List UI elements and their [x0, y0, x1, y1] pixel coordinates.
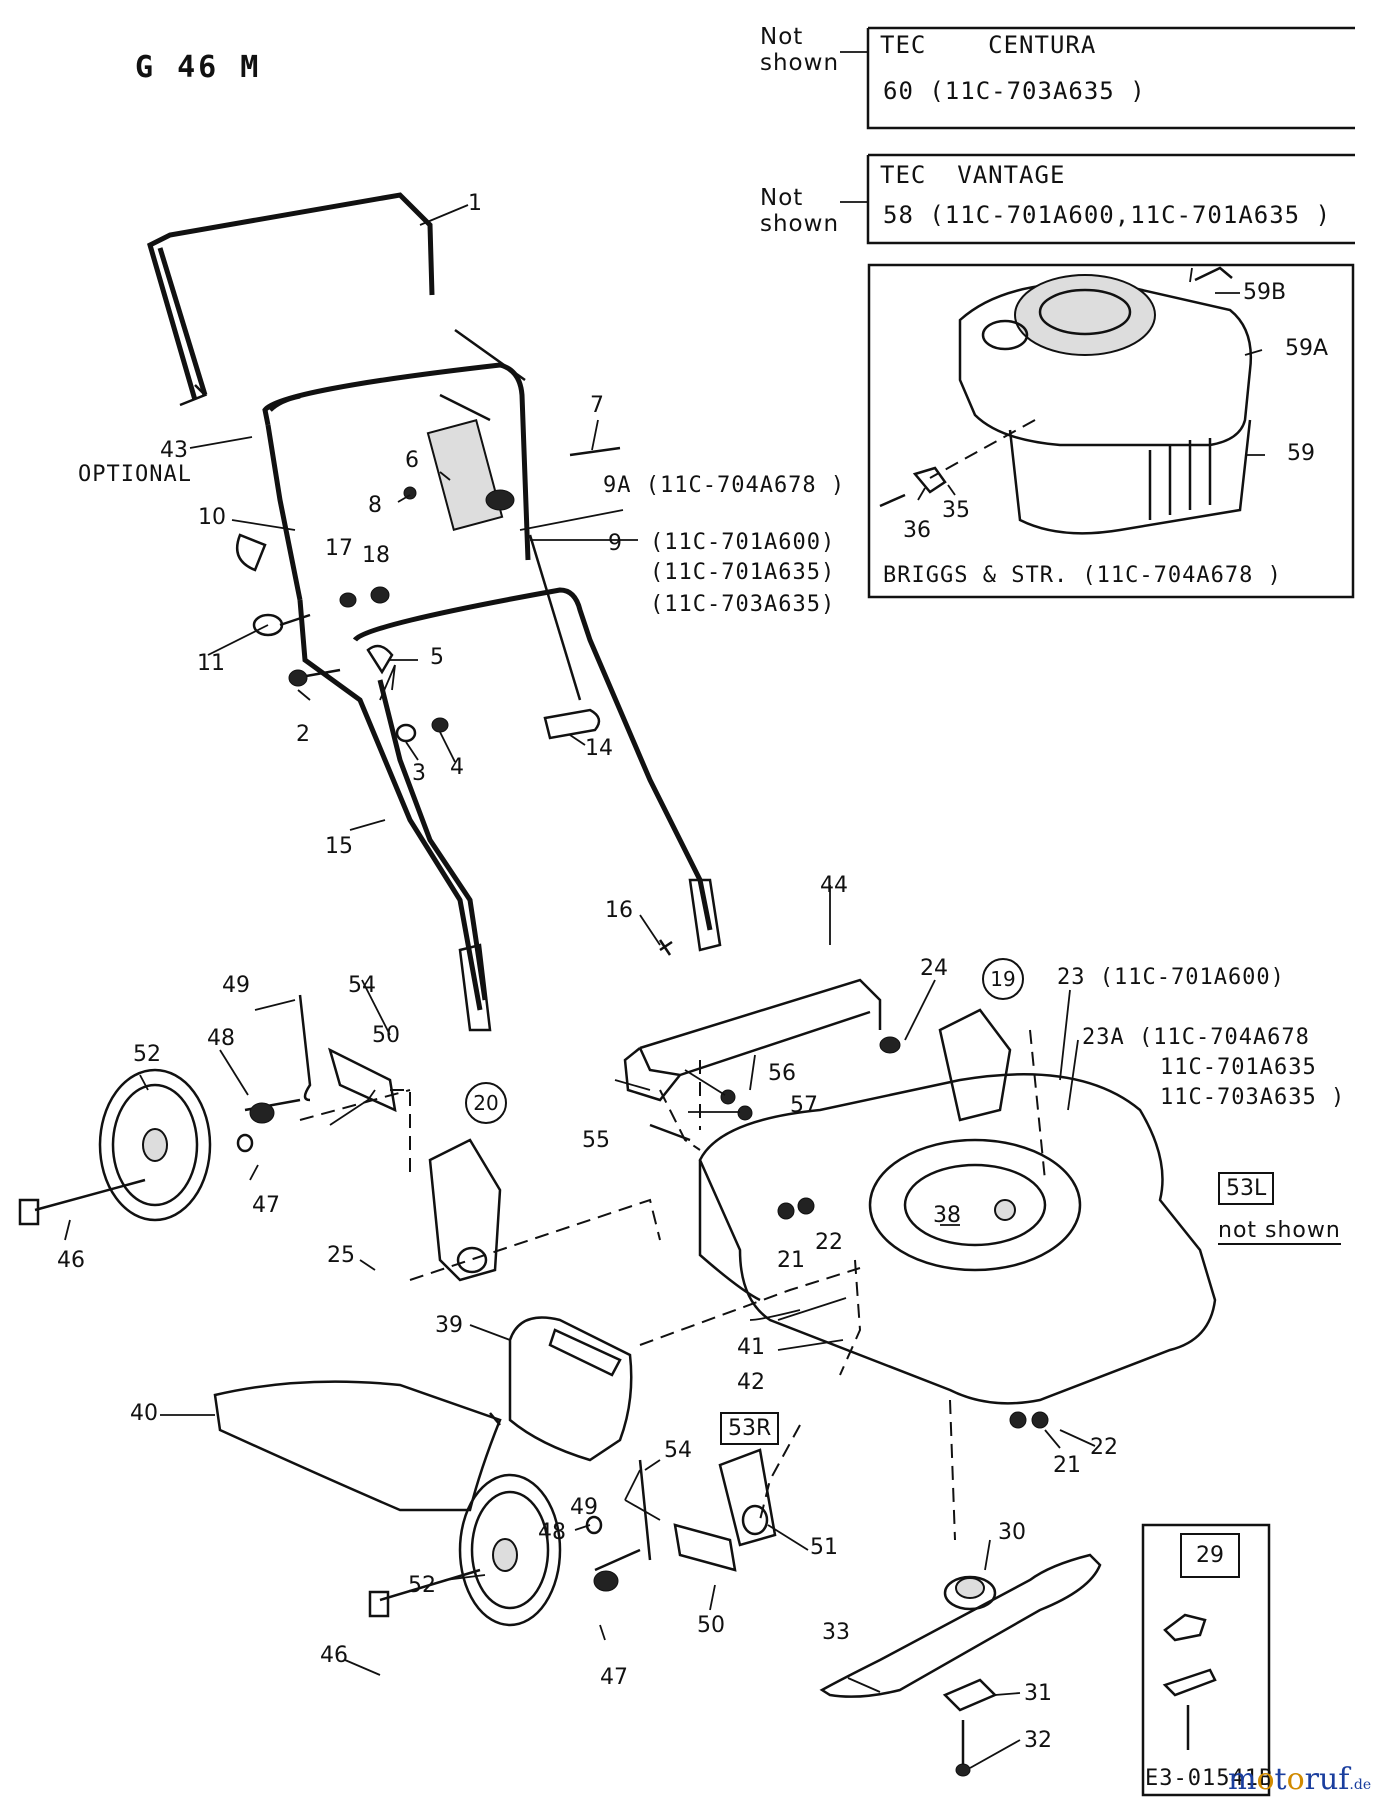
- ref-53l-box: 53L: [1218, 1172, 1275, 1205]
- part-label-25: 25: [327, 1243, 355, 1268]
- part-label-50b: 50: [697, 1613, 725, 1638]
- part-label-41: 41: [737, 1335, 765, 1360]
- drawing-id: E3-01541B: [1145, 1766, 1274, 1791]
- note-23a-line1: 23A (11C-704A678: [1082, 1025, 1310, 1050]
- part-label-52b: 52: [408, 1573, 436, 1598]
- part-label-4: 4: [450, 755, 464, 780]
- part-label-2: 2: [296, 722, 310, 747]
- ref-20-circle: 20: [465, 1082, 507, 1124]
- drawing-title: G 46 M: [135, 50, 262, 85]
- note-23: 23 (11C-701A600): [1057, 965, 1285, 990]
- part-label-56: 56: [768, 1061, 796, 1086]
- info-box-frames: [840, 26, 1355, 599]
- part-label-51: 51: [810, 1535, 838, 1560]
- part-label-46b: 46: [320, 1643, 348, 1668]
- engine-caption: BRIGGS & STR. (11C-704A678 ): [883, 563, 1282, 588]
- part-label-36: 36: [903, 518, 931, 543]
- part-label-44: 44: [820, 873, 848, 898]
- ref-29-box: 29: [1180, 1533, 1240, 1578]
- note-23a-line2: 11C-701A635: [1160, 1055, 1317, 1080]
- optional-label: OPTIONAL: [78, 462, 192, 487]
- part-label-9: 9: [608, 531, 622, 556]
- part-label-40: 40: [130, 1401, 158, 1426]
- part-label-24: 24: [920, 956, 948, 981]
- part-label-59a: 59A: [1285, 336, 1329, 361]
- leader-lines: [64, 204, 1265, 1769]
- part-label-35: 35: [942, 498, 970, 523]
- part-label-46a: 46: [57, 1248, 85, 1273]
- part-label-52a: 52: [133, 1042, 161, 1067]
- part-label-3: 3: [412, 761, 426, 786]
- part-label-17: 17: [325, 536, 353, 561]
- part-label-43: 43: [160, 438, 188, 463]
- part-label-54a: 54: [348, 973, 376, 998]
- part-label-1: 1: [468, 191, 482, 216]
- part-label-11: 11: [197, 651, 225, 676]
- wheels-drawing: [18, 994, 777, 1627]
- part-label-48b: 48: [538, 1520, 566, 1545]
- part-label-21a: 21: [777, 1248, 805, 1273]
- box2-line1: TEC VANTAGE: [880, 161, 1066, 189]
- note-9-line1: (11C-701A600): [650, 530, 836, 555]
- part-label-15: 15: [325, 834, 353, 859]
- motoruf-watermark: motoruf.de: [1228, 1762, 1372, 1797]
- engine-drawing: [879, 266, 1252, 535]
- not-shown-note-2: Not shown: [760, 185, 840, 238]
- part-label-59: 59: [1287, 441, 1315, 466]
- part-label-21b: 21: [1053, 1453, 1081, 1478]
- box1-line2: 60 (11C-703A635 ): [883, 77, 1146, 105]
- note-9-line3: (11C-703A635): [650, 592, 836, 617]
- part-label-39: 39: [435, 1313, 463, 1338]
- not-shown-53l: not shown: [1218, 1218, 1341, 1246]
- part-label-59b: 59B: [1243, 280, 1287, 305]
- part-label-50a: 50: [372, 1023, 400, 1048]
- deck-drawing: [213, 978, 1217, 1541]
- part-label-32: 32: [1024, 1728, 1052, 1753]
- box1-line1: TEC CENTURA: [880, 31, 1097, 59]
- part-label-14: 14: [585, 736, 613, 761]
- part-label-7: 7: [590, 393, 604, 418]
- part-label-22a: 22: [815, 1230, 843, 1255]
- part-label-48a: 48: [207, 1026, 235, 1051]
- part-label-22b: 22: [1090, 1435, 1118, 1460]
- blade-drawing: [819, 1523, 1271, 1797]
- part-label-33: 33: [822, 1620, 850, 1645]
- part-label-31: 31: [1024, 1681, 1052, 1706]
- note-9a: 9A (11C-704A678 ): [603, 473, 846, 498]
- box2-line2: 58 (11C-701A600,11C-701A635 ): [883, 201, 1332, 229]
- part-label-47b: 47: [600, 1665, 628, 1690]
- part-label-18: 18: [362, 543, 390, 568]
- part-label-30: 30: [998, 1520, 1026, 1545]
- part-label-47a: 47: [252, 1193, 280, 1218]
- part-label-49a: 49: [222, 973, 250, 998]
- handle-drawing: [147, 192, 722, 1032]
- part-label-10: 10: [198, 505, 226, 530]
- part-label-49b: 49: [570, 1495, 598, 1520]
- note-9-line2: (11C-701A635): [650, 560, 836, 585]
- note-23a-line3: 11C-703A635 ): [1160, 1085, 1346, 1110]
- part-label-55: 55: [582, 1128, 610, 1153]
- part-label-8: 8: [368, 493, 382, 518]
- part-label-5: 5: [430, 645, 444, 670]
- part-label-16: 16: [605, 898, 633, 923]
- part-label-57: 57: [790, 1093, 818, 1118]
- ref-53r-box: 53R: [720, 1412, 780, 1445]
- part-label-54b: 54: [664, 1438, 692, 1463]
- not-shown-note-1: Not shown: [760, 24, 840, 77]
- part-label-38: 38: [933, 1203, 961, 1228]
- part-label-6: 6: [405, 448, 419, 473]
- ref-19-circle: 19: [982, 958, 1024, 1000]
- part-label-42: 42: [737, 1370, 765, 1395]
